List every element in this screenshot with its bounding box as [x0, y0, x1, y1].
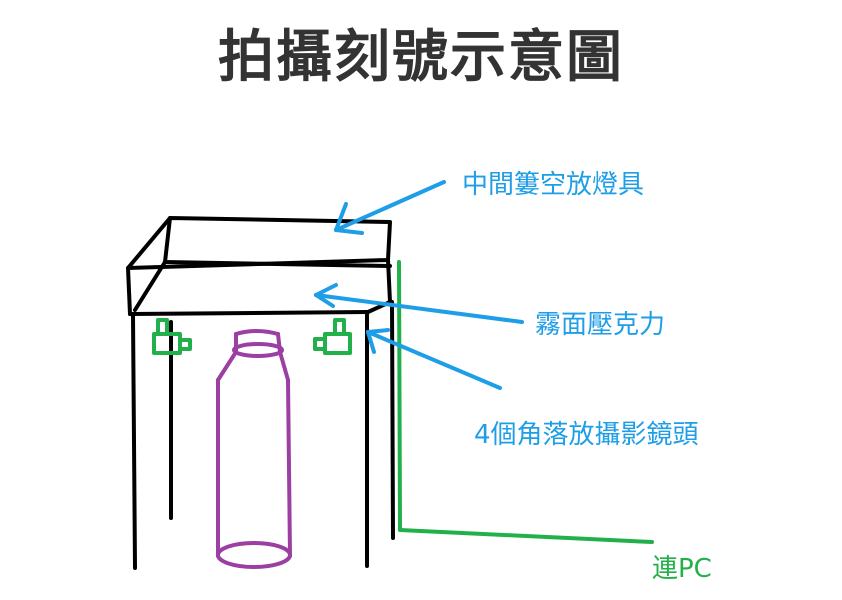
- arrow-cameras-icon: [366, 328, 502, 390]
- frame-inner-edge: [163, 216, 172, 264]
- diagram-title: 拍攝刻號示意圖: [218, 25, 624, 90]
- cylinder-object: [216, 329, 292, 569]
- cylinder-base: [216, 541, 292, 569]
- arrow-acrylic-icon: [314, 283, 524, 324]
- box-frame: [126, 216, 395, 570]
- label-corner-cameras: 4個角落放攝影鏡頭: [474, 420, 699, 450]
- cylinder-rim: [232, 342, 284, 358]
- frame-front-left-edge: [126, 266, 132, 316]
- frame-front-bottom-edge: [128, 310, 370, 316]
- label-hollow-light: 中間簍空放燈具: [462, 170, 645, 200]
- arrow-hollow-icon: [334, 180, 446, 235]
- label-frosted-acrylic: 霧面壓克力: [535, 310, 666, 340]
- pc-cable: [397, 260, 654, 544]
- arrows: [314, 180, 524, 390]
- frame-inner-left-diagonal: [133, 260, 167, 312]
- cylinder-shoulder: [216, 350, 290, 382]
- leg-back-right: [390, 300, 395, 540]
- frame-inner-diagonal: [163, 260, 392, 268]
- label-connect-pc: 連PC: [652, 554, 712, 584]
- leg-front-left: [131, 314, 137, 570]
- cylinder-body: [216, 378, 292, 558]
- cylinder-neck-top: [234, 329, 280, 336]
- camera-right-icon: [313, 318, 352, 355]
- camera-left-icon: [152, 318, 192, 355]
